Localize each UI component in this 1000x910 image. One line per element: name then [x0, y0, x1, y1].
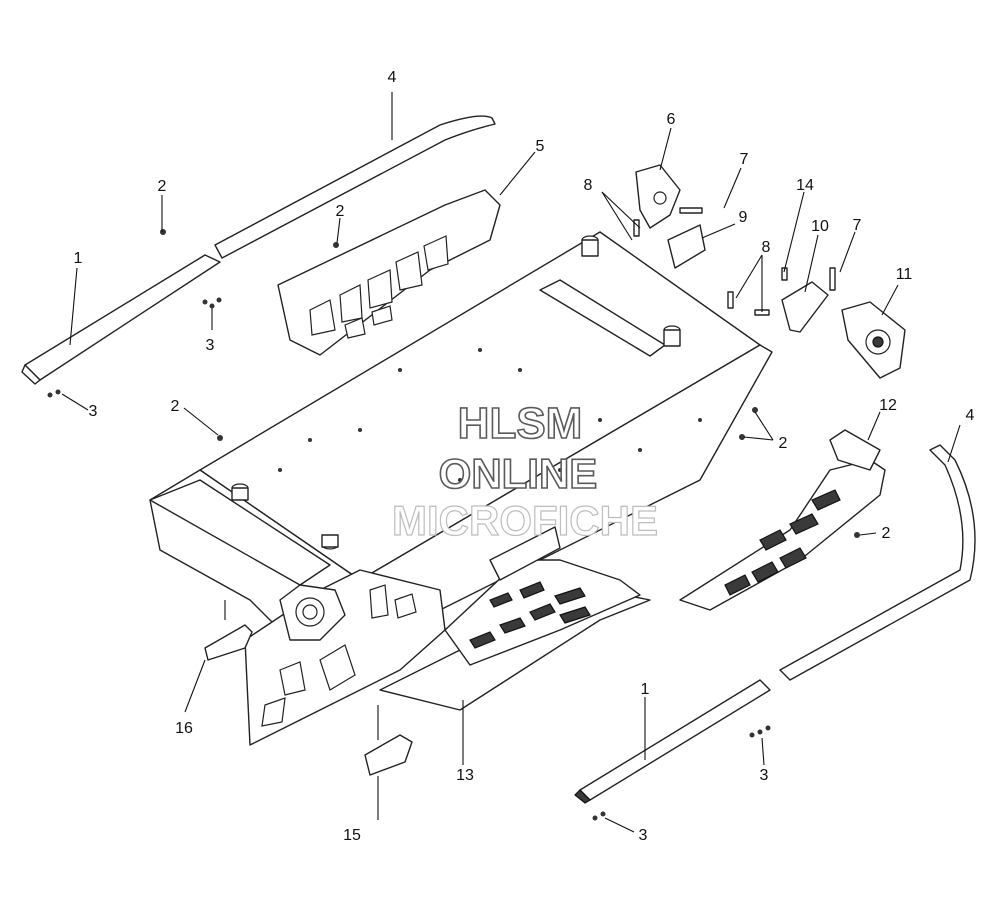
callout-6: 6: [667, 111, 676, 128]
bumper-rear-lower: [779, 444, 976, 681]
callout-11: 11: [896, 266, 913, 283]
callout-2-right-footrest: 2: [882, 525, 891, 542]
footrest-center: [444, 526, 641, 666]
callout-2-top-left: 2: [158, 178, 167, 195]
callout-4-right: 4: [966, 407, 975, 424]
callout-2-left: 2: [171, 398, 180, 415]
callout-12: 12: [879, 397, 897, 414]
bumper-rear-upper: [214, 115, 496, 259]
callout-7-left: 7: [740, 151, 749, 168]
callout-14: 14: [796, 177, 814, 194]
callout-1-right: 1: [641, 681, 650, 698]
rail-right: [574, 679, 771, 804]
housing-11: [841, 301, 906, 379]
watermark-line-2: ONLINE: [439, 450, 598, 497]
watermark-line-3: MICROFICHE: [392, 497, 658, 544]
callout-3-right: 3: [760, 767, 769, 784]
callout-2-right-tunnel: 2: [779, 435, 788, 452]
callout-1-left: 1: [74, 250, 83, 267]
bracket-16: [204, 624, 253, 661]
footrest-upper: [277, 189, 501, 356]
callout-13: 13: [456, 767, 474, 784]
callout-8-right: 8: [762, 239, 771, 256]
watermark-line-1: HLSM: [458, 399, 583, 448]
callout-16: 16: [175, 720, 193, 737]
plate-9: [667, 224, 706, 269]
callout-7-right: 7: [853, 217, 862, 234]
plate-10: [781, 281, 829, 333]
rail-left: [21, 254, 221, 385]
callout-4-top: 4: [388, 69, 397, 86]
watermark: HLSM ONLINE MICROFICHE: [391, 398, 658, 544]
bracket-15: [364, 734, 413, 776]
callout-3-mid-left: 3: [206, 337, 215, 354]
callout-9: 9: [739, 209, 748, 226]
callout-2-upper-footrest: 2: [336, 203, 345, 220]
leader-lines: [61, 92, 961, 833]
callout-5: 5: [536, 138, 545, 155]
fasteners: [47, 207, 860, 821]
callout-3-left: 3: [89, 403, 98, 420]
callout-labels: 4 5 6 7 8 9 14 10 7 8 11 2 2 1 3 3 2 12 …: [74, 69, 975, 844]
callout-8-left: 8: [584, 177, 593, 194]
footrest-right: [679, 429, 886, 611]
callout-3-bottom: 3: [639, 827, 648, 844]
callout-10: 10: [811, 218, 829, 235]
callout-15: 15: [343, 827, 361, 844]
bracket-6: [635, 164, 681, 229]
